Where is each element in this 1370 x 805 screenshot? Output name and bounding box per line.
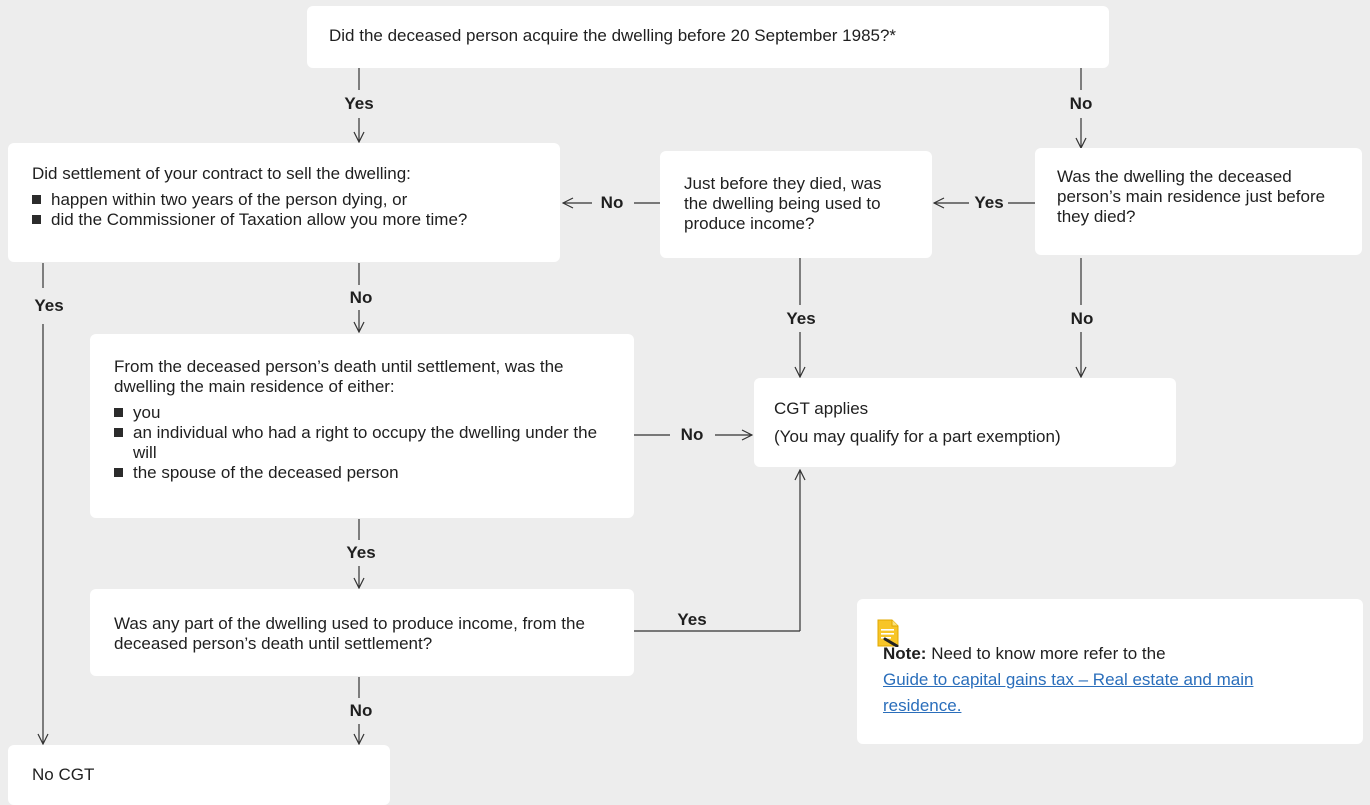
label-q1-no: No <box>1069 94 1093 113</box>
label-settlement-no: No <box>349 288 373 307</box>
label-settlement-no-arrow: No <box>600 193 624 212</box>
result-cgt-applies-subtitle: (You may qualify for a part exemption) <box>774 427 1061 446</box>
list-item: did the Commissioner of Taxation allow y… <box>32 210 536 230</box>
question-main-residence: Was the dwelling the deceased person’s m… <box>1035 148 1362 255</box>
list-item: happen within two years of the person dy… <box>32 190 536 210</box>
label-part-no: No <box>349 701 373 720</box>
question-income-part: Was any part of the dwelling used to pro… <box>90 589 634 676</box>
list-item: the spouse of the deceased person <box>114 463 610 483</box>
list-item: you <box>114 403 610 423</box>
note-box: Note: Need to know more refer to the Gui… <box>857 599 1363 744</box>
question-income-part-text: Was any part of the dwelling used to pro… <box>114 614 585 653</box>
question-income-before-death-text: Just before they died, was the dwelling … <box>684 174 882 233</box>
guide-link[interactable]: Guide to capital gains tax – Real estate… <box>883 670 1254 715</box>
label-income-yes: Yes <box>786 309 816 328</box>
result-no-cgt-text: No CGT <box>32 765 95 784</box>
question-death-until-settlement: From the deceased person’s death until s… <box>90 334 634 518</box>
question-acquired-before-1985: Did the deceased person acquire the dwel… <box>307 6 1109 68</box>
label-residence-no: No <box>1070 309 1094 328</box>
question-settlement-timing-text: Did settlement of your contract to sell … <box>32 164 411 183</box>
question-settlement-timing: Did settlement of your contract to sell … <box>8 143 560 262</box>
question-death-until-settlement-text: From the deceased person’s death until s… <box>114 357 564 396</box>
label-part-yes: Yes <box>677 610 707 629</box>
question-main-residence-text: Was the dwelling the deceased person’s m… <box>1057 167 1326 226</box>
label-income-yes-arrow: Yes <box>974 193 1004 212</box>
note-body: Need to know more refer to the <box>931 644 1166 663</box>
label-death-yes: Yes <box>346 543 376 562</box>
result-cgt-applies-title: CGT applies <box>774 399 869 418</box>
document-pen-icon <box>877 619 899 647</box>
question-income-before-death: Just before they died, was the dwelling … <box>660 151 932 258</box>
label-settlement-yes: Yes <box>34 296 64 315</box>
question-acquired-before-1985-text: Did the deceased person acquire the dwel… <box>329 26 897 45</box>
list-item: an individual who had a right to occupy … <box>114 423 610 463</box>
label-death-no: No <box>680 425 704 444</box>
label-q1-yes: Yes <box>344 94 374 113</box>
result-no-cgt: No CGT <box>8 745 390 805</box>
note-text: Note: Need to know more refer to the Gui… <box>883 641 1323 719</box>
note-title: Note: <box>883 644 927 663</box>
question-death-until-settlement-list: you an individual who had a right to occ… <box>114 403 610 483</box>
question-settlement-timing-list: happen within two years of the person dy… <box>32 190 536 230</box>
result-cgt-applies: CGT applies (You may qualify for a part … <box>754 378 1176 467</box>
